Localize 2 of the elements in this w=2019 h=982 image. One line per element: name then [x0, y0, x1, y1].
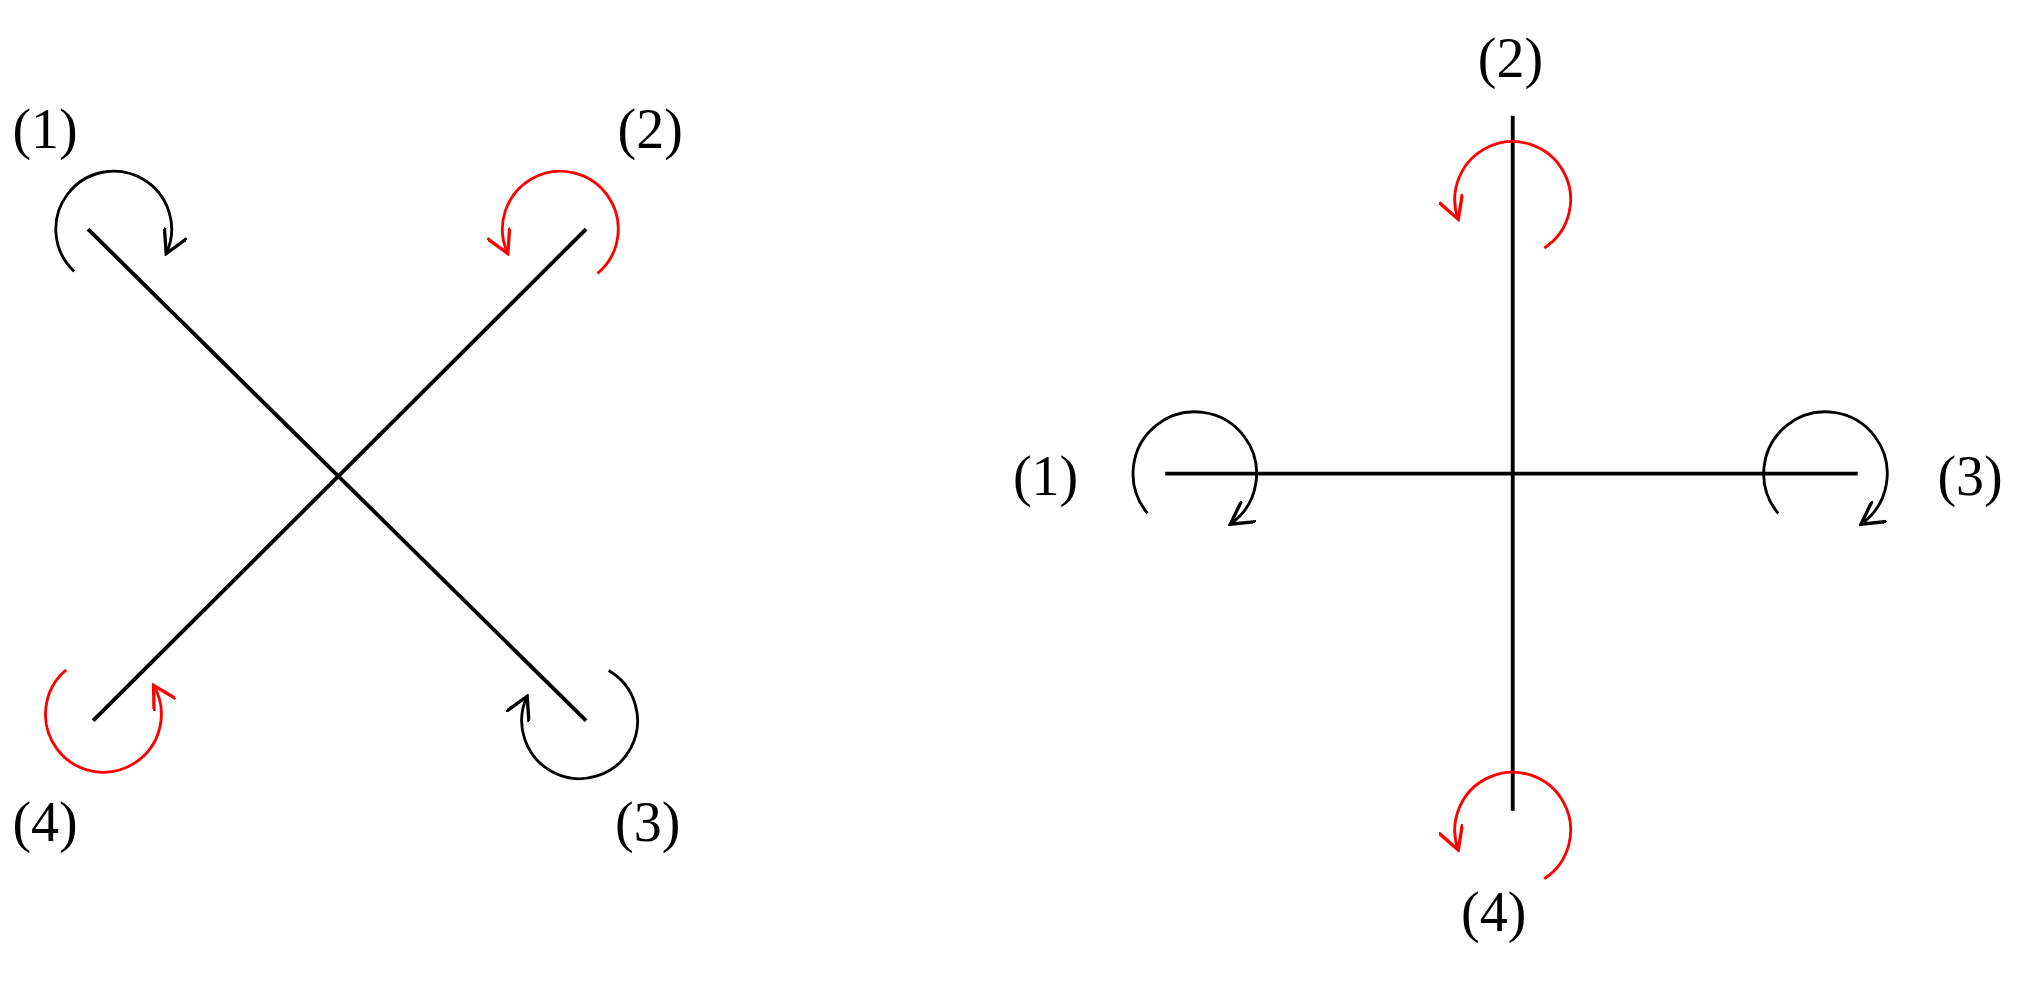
rotor-number: (3)	[1937, 448, 2003, 505]
rotor-number: (1)	[1012, 448, 1079, 505]
